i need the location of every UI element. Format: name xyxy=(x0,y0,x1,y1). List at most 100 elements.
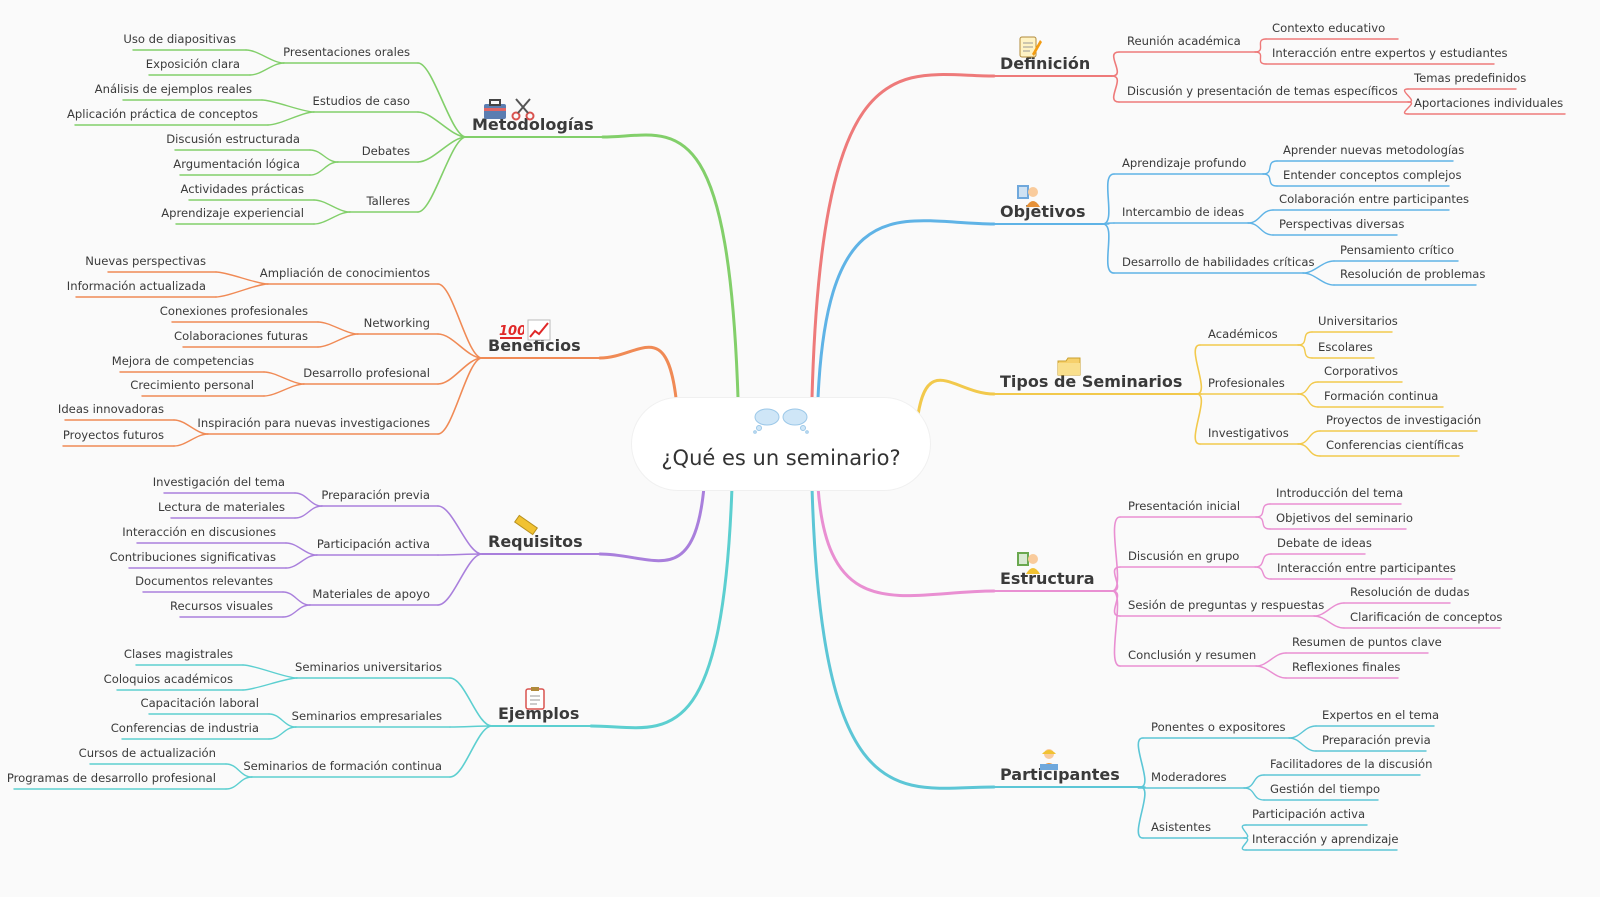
leaf-topic[interactable]: Nuevas perspectivas xyxy=(85,254,206,268)
leaf-topic[interactable]: Exposición clara xyxy=(145,57,240,71)
leaf-topic[interactable]: Interacción entre expertos y estudiantes xyxy=(1272,46,1508,60)
leaf-topic[interactable]: Actividades prácticas xyxy=(180,182,304,196)
subtopic[interactable]: Profesionales xyxy=(1208,376,1285,390)
leaf-topic[interactable]: Objetivos del seminario xyxy=(1276,511,1413,525)
leaf-topic[interactable]: Discusión estructurada xyxy=(166,132,300,146)
leaf-topic[interactable]: Investigación del tema xyxy=(152,475,285,489)
leaf-topic[interactable]: Proyectos de investigación xyxy=(1326,413,1482,427)
leaf-topic[interactable]: Lectura de materiales xyxy=(158,500,285,514)
subtopic[interactable]: Talleres xyxy=(366,194,410,208)
leaf-topic[interactable]: Colaboración entre participantes xyxy=(1279,192,1470,206)
subtopic[interactable]: Debates xyxy=(361,144,410,158)
leaf-topic[interactable]: Resumen de puntos clave xyxy=(1292,635,1442,649)
subtopic[interactable]: Aprendizaje profundo xyxy=(1122,156,1247,170)
subtopic[interactable]: Seminarios de formación continua xyxy=(243,759,442,773)
leaf-topic[interactable]: Expertos en el tema xyxy=(1322,708,1440,722)
leaf-topic[interactable]: Clases magistrales xyxy=(123,647,233,661)
leaf-topic[interactable]: Cursos de actualización xyxy=(78,746,216,760)
leaf-topic[interactable]: Participación activa xyxy=(1252,807,1366,821)
subtopic[interactable]: Presentación inicial xyxy=(1128,499,1241,513)
leaf-topic[interactable]: Crecimiento personal xyxy=(130,378,254,392)
branch-title[interactable]: Ejemplos xyxy=(498,704,580,723)
leaf-topic[interactable]: Gestión del tiempo xyxy=(1270,782,1381,796)
branch-title[interactable]: Metodologías xyxy=(472,115,594,134)
subtopic[interactable]: Asistentes xyxy=(1151,820,1211,834)
leaf-topic[interactable]: Introducción del tema xyxy=(1276,486,1404,500)
subtopic[interactable]: Desarrollo de habilidades críticas xyxy=(1122,255,1315,269)
subtopic[interactable]: Ponentes o expositores xyxy=(1151,720,1286,734)
leaf-topic[interactable]: Debate de ideas xyxy=(1277,536,1372,550)
central-topic[interactable]: ¿Qué es un seminario? xyxy=(632,398,930,490)
subtopic[interactable]: Conclusión y resumen xyxy=(1128,648,1257,662)
leaf-topic[interactable]: Formación continua xyxy=(1324,389,1439,403)
leaf-topic[interactable]: Mejora de competencias xyxy=(111,354,254,368)
leaf-topic[interactable]: Aplicación práctica de conceptos xyxy=(66,107,258,121)
subtopic[interactable]: Desarrollo profesional xyxy=(303,366,430,380)
leaf-topic[interactable]: Clarificación de conceptos xyxy=(1350,610,1503,624)
subtopic[interactable]: Moderadores xyxy=(1151,770,1227,784)
subtopic[interactable]: Networking xyxy=(363,316,430,330)
leaf-topic[interactable]: Documentos relevantes xyxy=(135,574,273,588)
leaf-topic[interactable]: Aprendizaje experiencial xyxy=(161,206,304,220)
leaf-topic[interactable]: Contexto educativo xyxy=(1272,21,1386,35)
subtopic[interactable]: Seminarios universitarios xyxy=(295,660,442,674)
subtopic[interactable]: Estudios de caso xyxy=(312,94,410,108)
leaf-topic[interactable]: Interacción entre participantes xyxy=(1277,561,1456,575)
subtopic[interactable]: Presentaciones orales xyxy=(283,45,410,59)
leaf-topic[interactable]: Interacción en discusiones xyxy=(122,525,276,539)
subtopic[interactable]: Materiales de apoyo xyxy=(312,587,430,601)
subtopic[interactable]: Ampliación de conocimientos xyxy=(259,266,430,280)
leaf-topic[interactable]: Reflexiones finales xyxy=(1292,660,1401,674)
leaf-topic[interactable]: Proyectos futuros xyxy=(62,428,164,442)
branch-title[interactable]: Participantes xyxy=(1000,765,1120,784)
connector-line xyxy=(1297,443,1321,457)
leaf-topic[interactable]: Uso de diapositivas xyxy=(123,32,236,46)
subtopic[interactable]: Intercambio de ideas xyxy=(1122,205,1245,219)
subtopic[interactable]: Sesión de preguntas y respuestas xyxy=(1128,598,1325,612)
leaf-topic[interactable]: Preparación previa xyxy=(1322,733,1431,747)
leaf-topic[interactable]: Resolución de dudas xyxy=(1350,585,1470,599)
leaf-topic[interactable]: Información actualizada xyxy=(66,279,206,293)
branch-title[interactable]: Estructura xyxy=(1000,569,1095,588)
branch-title[interactable]: Beneficios xyxy=(488,336,581,355)
leaf-topic[interactable]: Pensamiento crítico xyxy=(1340,243,1455,257)
leaf-topic[interactable]: Coloquios académicos xyxy=(103,672,233,686)
leaf-topic[interactable]: Escolares xyxy=(1318,340,1373,354)
leaf-topic[interactable]: Contribuciones significativas xyxy=(109,550,276,564)
leaf-topic[interactable]: Programas de desarrollo profesional xyxy=(6,771,216,785)
leaf-topic[interactable]: Facilitadores de la discusión xyxy=(1270,757,1433,771)
subtopic[interactable]: Reunión académica xyxy=(1127,34,1241,48)
subtopic[interactable]: Preparación previa xyxy=(321,488,430,502)
leaf-topic[interactable]: Conexiones profesionales xyxy=(159,304,308,318)
leaf-topic[interactable]: Resolución de problemas xyxy=(1340,267,1486,281)
subtopic[interactable]: Inspiración para nuevas investigaciones xyxy=(197,416,430,430)
leaf-topic[interactable]: Capacitación laboral xyxy=(140,696,259,710)
connector-line xyxy=(437,357,483,435)
leaf-topic[interactable]: Colaboraciones futuras xyxy=(174,329,308,343)
leaf-topic[interactable]: Conferencias científicas xyxy=(1326,438,1464,452)
leaf-topic[interactable]: Temas predefinidos xyxy=(1414,71,1527,85)
subtopic[interactable]: Discusión y presentación de temas especí… xyxy=(1127,84,1398,98)
branch-title[interactable]: Objetivos xyxy=(1000,202,1086,221)
leaf-topic[interactable]: Universitarios xyxy=(1318,314,1398,328)
subtopic[interactable]: Participación activa xyxy=(316,537,430,551)
leaf-topic[interactable]: Argumentación lógica xyxy=(173,157,300,171)
branch-title[interactable]: Tipos de Seminarios xyxy=(1000,372,1183,391)
leaf-topic[interactable]: Análisis de ejemplos reales xyxy=(94,82,252,96)
leaf-topic[interactable]: Recursos visuales xyxy=(170,599,273,613)
leaf-topic[interactable]: Interacción y aprendizaje xyxy=(1252,832,1399,846)
branch-title[interactable]: Requisitos xyxy=(488,532,583,551)
leaf-topic[interactable]: Aportaciones individuales xyxy=(1414,96,1564,110)
leaf-topic[interactable]: Corporativos xyxy=(1324,364,1399,378)
leaf-topic[interactable]: Entender conceptos complejos xyxy=(1283,168,1462,182)
subtopic[interactable]: Investigativos xyxy=(1208,426,1289,440)
subtopic[interactable]: Discusión en grupo xyxy=(1128,549,1240,563)
subtopic[interactable]: Académicos xyxy=(1208,327,1278,341)
leaf-topic[interactable]: Aprender nuevas metodologías xyxy=(1283,143,1465,157)
leaf-topic[interactable]: Conferencias de industria xyxy=(110,721,259,735)
branch-title[interactable]: Definición xyxy=(1000,54,1091,73)
leaf-topic[interactable]: Perspectivas diversas xyxy=(1279,217,1405,231)
subtopic[interactable]: Seminarios empresariales xyxy=(291,709,442,723)
leaf-topic[interactable]: Ideas innovadoras xyxy=(57,402,164,416)
